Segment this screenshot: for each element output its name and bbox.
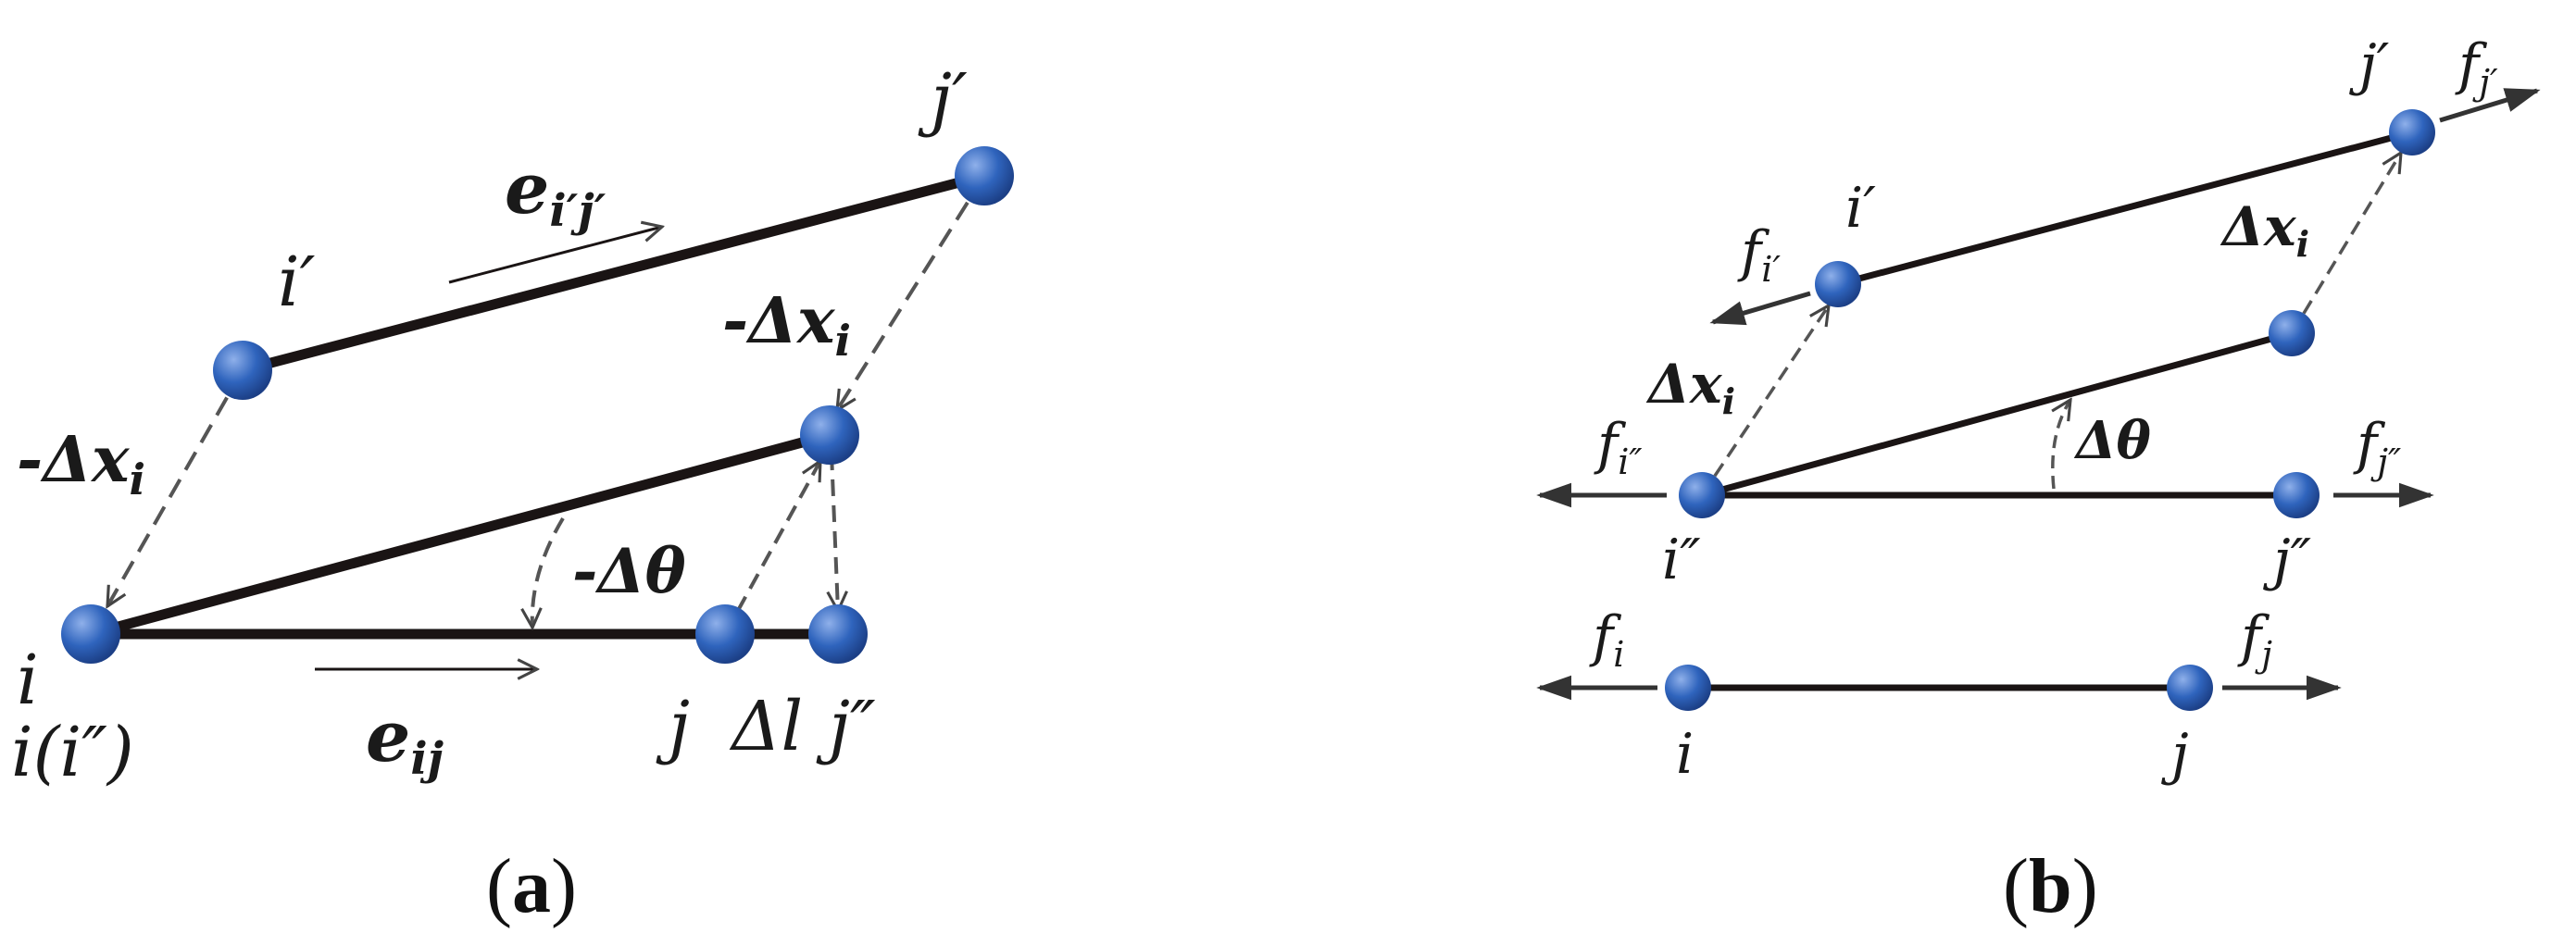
- bar-i-prime-j-prime-b: [1837, 129, 2413, 288]
- label-i-prime-b: i′: [1845, 176, 1876, 241]
- node-j: [695, 604, 755, 664]
- node-rotated-end: [800, 405, 859, 465]
- node-i-prime: [213, 341, 272, 400]
- bar-rotated-b: [1701, 330, 2293, 499]
- force-arrow-i-prime: [1709, 291, 1811, 326]
- node-i-double-prime-b: [1679, 472, 1725, 518]
- label-j-double-prime-b: j″: [2263, 528, 2312, 592]
- caption-a: (a): [486, 843, 577, 929]
- dashed-arrow-rotated-to-j-prime: [2290, 153, 2401, 334]
- node-j-prime-b: [2389, 109, 2435, 156]
- angle-arc-neg-dtheta: [532, 516, 565, 628]
- label-dtheta-b: Δθ: [2073, 410, 2151, 471]
- label-i-prime: i′: [278, 243, 316, 322]
- force-label-i: fi: [1589, 604, 1624, 675]
- label-neg-dx-right: -Δxi: [722, 284, 851, 366]
- bar-i-rotated: [89, 429, 832, 640]
- force-label-i-prime: fi′: [1737, 219, 1781, 290]
- label-j-prime-b: j′: [2349, 32, 2390, 97]
- dashed-arrow-j-prime-down: [837, 174, 986, 410]
- force-label-j: fj: [2237, 604, 2272, 675]
- dashed-arrow-rotated-to-j-double-prime: [832, 453, 838, 611]
- panel-a: i′ j′ ei′j′ -Δxi -Δxi -Δθ i i(i″) eij j …: [11, 59, 1014, 929]
- label-dx-right-b: Δxi: [2220, 195, 2309, 265]
- node-i-b: [1665, 665, 1711, 711]
- label-neg-dx-left: -Δxi: [17, 423, 145, 504]
- force-label-i-double-prime: fi″: [1594, 412, 1643, 482]
- label-neg-dtheta: -Δθ: [572, 535, 686, 607]
- angle-arc-dtheta: [2051, 400, 2070, 490]
- node-rotated-end-b: [2269, 310, 2315, 356]
- force-label-j-double-prime: fj″: [2353, 412, 2401, 482]
- label-j-b: j: [2161, 722, 2189, 787]
- caption-b: (b): [2003, 843, 2098, 929]
- node-j-b: [2167, 665, 2213, 711]
- node-j-double-prime: [808, 604, 868, 664]
- vector-e-bottom-label: eij: [366, 695, 444, 785]
- label-i-b: i: [1676, 722, 1694, 787]
- label-i-i-double-prime: i(i″): [11, 713, 134, 792]
- vector-e-i-prime-j-prime-arrow: [448, 227, 662, 284]
- force-arrow-j-prime: [2439, 88, 2541, 123]
- label-i-double-prime-b: i″: [1662, 528, 1701, 592]
- label-delta-l: Δl: [729, 687, 803, 766]
- node-j-prime: [955, 146, 1014, 205]
- vector-e-top-label: ei′j′: [505, 147, 606, 237]
- bar-i-prime-j-prime: [241, 170, 986, 376]
- panel-b: j′ i′ i″ j″ i j fj′ fi′ fi″ fj″ fi fj Δx…: [1536, 32, 2541, 929]
- label-j-prime: j′: [918, 59, 968, 139]
- dashed-arrow-j-to-rotated: [723, 461, 822, 635]
- node-i: [61, 604, 120, 664]
- node-j-double-prime-b: [2273, 472, 2320, 518]
- label-i: i: [17, 641, 39, 720]
- label-j-double-prime: j″: [816, 687, 876, 766]
- node-i-prime-b: [1815, 261, 1861, 307]
- label-dx-left-b: Δxi: [1645, 353, 1735, 422]
- force-label-j-prime: fj′: [2455, 32, 2498, 103]
- dashed-arrow-i2-to-i-prime: [1700, 305, 1829, 496]
- label-j: j: [656, 687, 690, 766]
- dashed-arrow-i-prime-to-i: [106, 369, 244, 606]
